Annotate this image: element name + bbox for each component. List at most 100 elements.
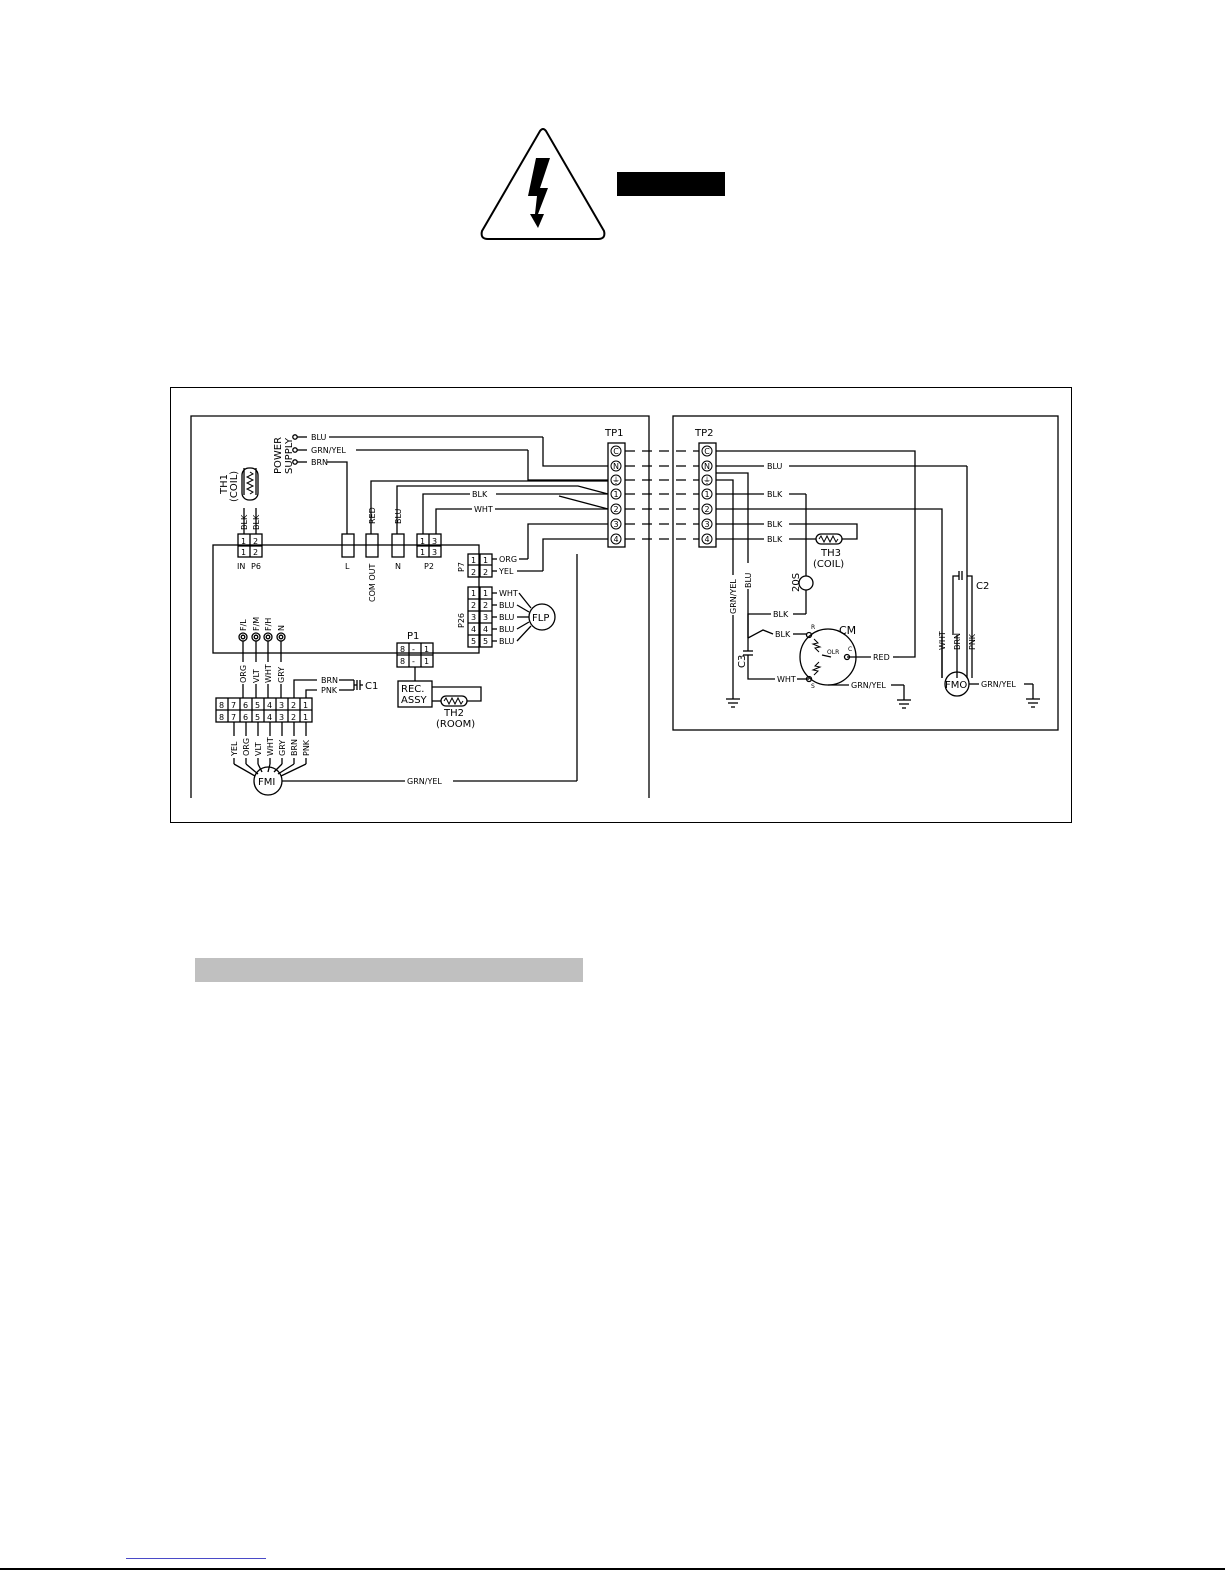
p6-pin-2b: 2 [253, 548, 258, 557]
tp2-term-1: 1 [704, 490, 709, 499]
fmi-wire-pnk: PNK [302, 739, 311, 756]
fmi-wire-vlt: VLT [254, 742, 263, 756]
high-voltage-warning-icon [480, 128, 606, 240]
cm-pin-c: C [848, 646, 852, 653]
fmo-wire-wht: WHT [938, 631, 947, 650]
relay-com-out-label: COM OUT [368, 564, 377, 602]
flp-label: FLP [532, 613, 549, 624]
p7-wire-yel: YEL [498, 567, 514, 576]
fmi-pin-3b: 3 [279, 713, 284, 722]
outdoor-unit-boundary [672, 415, 1059, 731]
p1-pin-1b: 1 [424, 657, 429, 666]
cm-pin-s: S [811, 683, 815, 690]
fmi-pin-6: 6 [243, 701, 248, 710]
p1-pin-8b: 8 [400, 657, 405, 666]
p7-pin-1b: 1 [483, 556, 488, 565]
fmi-pin-8: 8 [219, 701, 224, 710]
ground-symbols [726, 691, 1040, 709]
p2-pin-3: 3 [432, 537, 437, 546]
speed-wire-gry: GRY [277, 667, 286, 683]
cm-label: CM [839, 624, 856, 637]
relay-wire-red: RED [368, 507, 377, 524]
fmi-wire-wht: WHT [266, 737, 275, 756]
fmi-wire-yel: YEL [230, 741, 239, 757]
solenoid-20s-label: 20S [791, 573, 802, 592]
lightning-bolt-icon [528, 158, 550, 228]
speed-label-fl: F/L [239, 619, 248, 631]
p7-wire-org: ORG [499, 555, 517, 564]
p1-pin-dash-b: - [412, 657, 415, 666]
warning-label-bar [617, 172, 725, 196]
tp1-wire-wht: WHT [474, 505, 493, 514]
p26-pin-2: 2 [471, 601, 476, 610]
fmo-ground-wire: GRN/YEL [981, 680, 1016, 689]
tp1-term-3: 3 [613, 520, 618, 529]
tp2-label: TP2 [694, 428, 714, 439]
fmi-pin-4b: 4 [267, 713, 272, 722]
outdoor-wire-blk-3: BLK [767, 520, 783, 529]
relay-wire-blu: BLU [394, 508, 403, 524]
speed-label-n: N [277, 625, 286, 631]
c2-label: C2 [976, 581, 989, 592]
footer-rule [0, 1568, 1225, 1570]
th3-sub-label: (COIL) [813, 559, 844, 570]
fmi-pin-1: 1 [303, 701, 308, 710]
tp1-term-ground: ⏚ [612, 476, 620, 485]
p26-pin-1b: 1 [483, 589, 488, 598]
p26-wire-blu-4: BLU [499, 637, 515, 646]
tp2-term-ground: ⏚ [703, 476, 711, 485]
fmi-wire-gry: GRY [278, 740, 287, 756]
relay-n-label: N [395, 562, 401, 571]
fmi-pin-5b: 5 [255, 713, 260, 722]
p26-pin-1: 1 [471, 589, 476, 598]
c1-wire-brn: BRN [321, 676, 338, 685]
rec-assy-label-1: REC. [401, 684, 424, 695]
p6-pin-1b: 1 [241, 548, 246, 557]
tp2-term-3: 3 [704, 520, 709, 529]
p2-pin-1: 1 [420, 537, 425, 546]
th1-sub-label: (COIL) [229, 471, 240, 502]
p7-pin-2b: 2 [483, 568, 488, 577]
outdoor-ground-wire-1: GRN/YEL [729, 579, 738, 614]
cm-wire-wht: WHT [777, 675, 796, 684]
p26-pin-4: 4 [471, 625, 476, 634]
indoor-unit-boundary [190, 415, 650, 798]
c1-label: C1 [365, 681, 378, 692]
th1-wire-1: BLK [240, 514, 249, 530]
fmi-pin-1b: 1 [303, 713, 308, 722]
outdoor-wire-blk-1: BLK [767, 490, 783, 499]
cm-pin-r: R [811, 624, 815, 631]
wiring-diagram: C N ⏚ 1 2 3 4 C N ⏚ 1 2 3 4 POWER SUPPLY… [190, 415, 1059, 798]
th1-label: TH1 [219, 474, 230, 495]
tp1-wire-blk: BLK [472, 490, 488, 499]
tp1-term-2: 2 [613, 505, 618, 514]
fmi-connector-pins: 8 7 6 5 4 3 2 1 8 7 6 5 4 3 2 1 [219, 701, 308, 722]
cm-wire-red: RED [873, 653, 890, 662]
p1-pin-8: 8 [400, 645, 405, 654]
p26-pin-3b: 3 [483, 613, 488, 622]
fmi-pin-7: 7 [231, 701, 236, 710]
footer-link-underline[interactable] [126, 1558, 266, 1559]
outdoor-ground-wire-2: BLU [744, 572, 753, 588]
fmo-label: FMO [945, 680, 967, 691]
tp1-term-1: 1 [613, 490, 618, 499]
tp1-term-c: C [613, 447, 619, 456]
wire-label-blu: BLU [311, 433, 327, 442]
p26-label: P26 [457, 613, 466, 628]
p1-pin-dash: - [412, 645, 415, 654]
tp1-term-4: 4 [613, 535, 618, 544]
fmi-label: FMI [258, 777, 275, 788]
fmi-pin-2b: 2 [291, 713, 296, 722]
p6-in-label: IN [237, 562, 245, 571]
p26-pin-5b: 5 [483, 637, 488, 646]
fmo-wire-brn: BRN [953, 633, 962, 650]
fmi-pin-5: 5 [255, 701, 260, 710]
rec-assy-label-2: ASSY [401, 695, 428, 706]
p6-pin-2: 2 [253, 537, 258, 546]
outdoor-wire-blu: BLU [767, 462, 783, 471]
p26-wire-blu-3: BLU [499, 625, 515, 634]
p26-pin-5: 5 [471, 637, 476, 646]
power-supply-label-1: POWER [273, 437, 284, 474]
p26-pin-4b: 4 [483, 625, 488, 634]
c1-wire-pnk: PNK [321, 686, 338, 695]
